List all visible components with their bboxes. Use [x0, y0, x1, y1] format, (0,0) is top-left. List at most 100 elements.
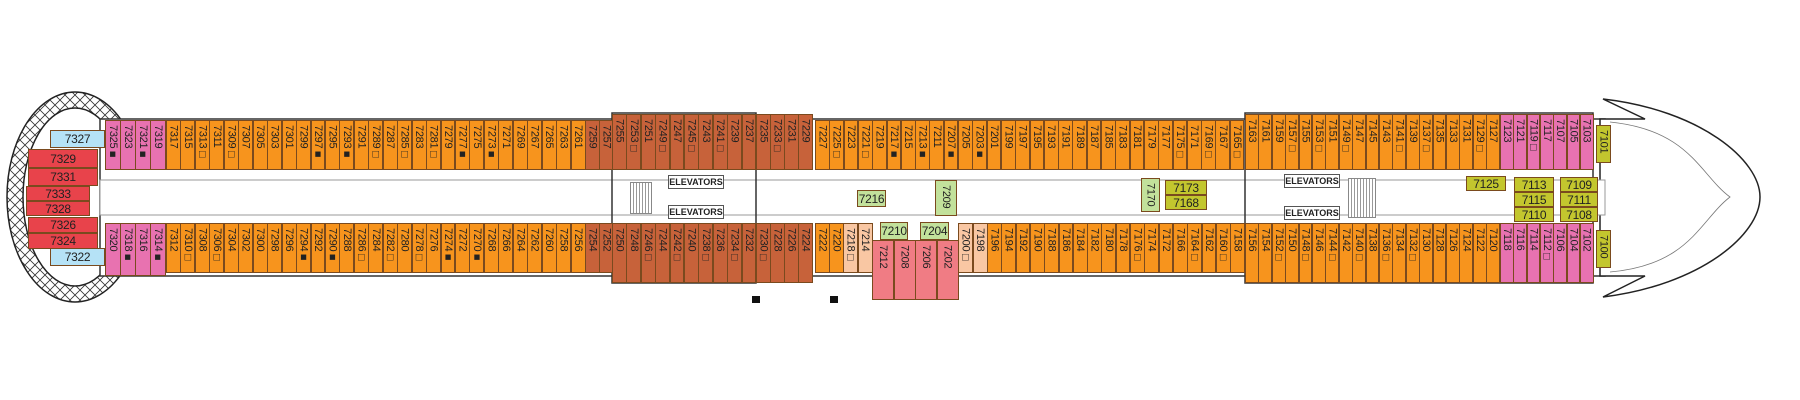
cabin[interactable]: 7129□: [1472, 114, 1487, 170]
cabin[interactable]: 7103: [1579, 114, 1594, 170]
cabin[interactable]: 7245□: [684, 114, 699, 170]
cabin[interactable]: 7288: [339, 223, 355, 273]
cabin[interactable]: 7312: [166, 223, 181, 273]
cabin[interactable]: 7309□: [223, 120, 239, 170]
cabin[interactable]: 7160□: [1215, 223, 1231, 273]
cabin[interactable]: 7109: [1560, 177, 1598, 192]
cabin[interactable]: 7186: [1058, 223, 1074, 273]
cabin[interactable]: 7120: [1486, 223, 1501, 283]
cabin[interactable]: 7333: [26, 186, 90, 201]
cabin[interactable]: 7283: [411, 120, 427, 170]
cabin[interactable]: 7238□: [698, 223, 714, 283]
cabin[interactable]: 7215: [900, 120, 916, 170]
cabin[interactable]: 7217■: [886, 120, 902, 170]
cabin[interactable]: 7162: [1201, 223, 1217, 273]
cabin[interactable]: 7297■: [310, 120, 326, 170]
cabin[interactable]: 7139: [1405, 114, 1420, 170]
cabin[interactable]: 7239: [727, 114, 743, 170]
cabin[interactable]: 7150: [1285, 223, 1300, 283]
cabin[interactable]: 7292: [310, 223, 326, 273]
cabin[interactable]: 7133: [1446, 114, 1460, 170]
cabin[interactable]: 7148□: [1298, 223, 1313, 283]
cabin[interactable]: 7229: [798, 114, 813, 170]
cabin[interactable]: 7267: [527, 120, 543, 170]
cabin[interactable]: 7136□: [1379, 223, 1393, 283]
cabin[interactable]: 7184: [1072, 223, 1088, 273]
cabin[interactable]: 7321■: [135, 120, 151, 170]
cabin[interactable]: 7250: [612, 223, 627, 283]
cabin[interactable]: 7294■: [296, 223, 311, 273]
cabin[interactable]: 7287: [382, 120, 398, 170]
cabin[interactable]: 7314■: [150, 223, 166, 276]
cabin[interactable]: 7169□: [1201, 120, 1216, 170]
cabin[interactable]: 7262: [527, 223, 543, 273]
cabin[interactable]: 7258: [556, 223, 572, 273]
cabin[interactable]: 7308: [194, 223, 210, 273]
cabin[interactable]: 7113: [1514, 177, 1554, 192]
cabin[interactable]: 7122: [1472, 223, 1487, 283]
cabin[interactable]: 7280: [397, 223, 413, 273]
cabin[interactable]: 7328: [26, 201, 90, 216]
cabin[interactable]: 7191: [1058, 120, 1073, 170]
cabin[interactable]: 7299: [296, 120, 311, 170]
cabin[interactable]: 7264: [512, 223, 528, 273]
cabin[interactable]: 7188: [1044, 223, 1059, 273]
cabin[interactable]: 7118: [1500, 223, 1514, 283]
cabin[interactable]: 7204: [920, 222, 949, 240]
cabin[interactable]: 7164□: [1187, 223, 1202, 273]
cabin[interactable]: 7214: [857, 223, 873, 273]
cabin[interactable]: 7185: [1101, 120, 1116, 170]
cabin[interactable]: 7274■: [440, 223, 456, 273]
cabin[interactable]: 7147: [1352, 114, 1367, 170]
cabin[interactable]: 7137□: [1419, 114, 1434, 170]
cabin[interactable]: 7121: [1513, 114, 1528, 170]
cabin[interactable]: 7275: [469, 120, 485, 170]
cabin[interactable]: 7257: [599, 120, 614, 170]
cabin[interactable]: 7145: [1365, 114, 1380, 170]
cabin[interactable]: 7244: [655, 223, 671, 283]
cabin[interactable]: 7241□: [712, 114, 728, 170]
cabin[interactable]: 7209: [935, 180, 957, 216]
cabin[interactable]: 7146: [1312, 223, 1326, 283]
cabin[interactable]: 7220: [829, 223, 844, 273]
cabin[interactable]: 7276: [426, 223, 442, 273]
cabin[interactable]: 7218□: [843, 223, 858, 273]
cabin[interactable]: 7134: [1392, 223, 1407, 283]
cabin[interactable]: 7266: [498, 223, 514, 273]
cabin[interactable]: 7207■: [943, 120, 959, 170]
cabin[interactable]: 7192: [1015, 223, 1031, 273]
cabin[interactable]: 7310□: [180, 223, 196, 273]
cabin[interactable]: 7322: [50, 248, 105, 266]
cabin[interactable]: 7232: [741, 223, 757, 283]
cabin[interactable]: 7174: [1144, 223, 1160, 273]
cabin[interactable]: 7173: [1165, 180, 1207, 195]
cabin[interactable]: 7300: [252, 223, 268, 273]
cabin[interactable]: 7313□: [194, 120, 210, 170]
cabin[interactable]: 7256: [570, 223, 586, 273]
cabin[interactable]: 7303: [267, 120, 283, 170]
cabin[interactable]: 7295: [324, 120, 340, 170]
cabin[interactable]: 7298: [267, 223, 283, 273]
cabin[interactable]: 7112□: [1539, 223, 1554, 283]
cabin[interactable]: 7237: [741, 114, 757, 170]
cabin[interactable]: 7223: [843, 120, 859, 170]
cabin[interactable]: 7216: [857, 190, 886, 207]
cabin[interactable]: 7114: [1526, 223, 1541, 283]
cabin[interactable]: 7105: [1566, 114, 1581, 170]
cabin[interactable]: 7208: [893, 240, 916, 300]
cabin[interactable]: 7277■: [455, 120, 470, 170]
cabin[interactable]: 7123: [1500, 114, 1514, 170]
cabin[interactable]: 7166: [1172, 223, 1188, 273]
cabin[interactable]: 7115: [1514, 192, 1554, 207]
cabin[interactable]: 7142: [1338, 223, 1353, 283]
cabin[interactable]: 7100: [1596, 230, 1611, 268]
cabin[interactable]: 7240: [684, 223, 699, 283]
cabin[interactable]: 7177: [1158, 120, 1173, 170]
cabin[interactable]: 7131: [1459, 114, 1474, 170]
cabin[interactable]: 7270■: [469, 223, 485, 273]
cabin[interactable]: 7170: [1141, 178, 1160, 212]
cabin[interactable]: 7202: [936, 240, 959, 300]
cabin[interactable]: 7251: [640, 114, 656, 170]
cabin[interactable]: 7249□: [655, 114, 671, 170]
cabin[interactable]: 7107: [1553, 114, 1567, 170]
